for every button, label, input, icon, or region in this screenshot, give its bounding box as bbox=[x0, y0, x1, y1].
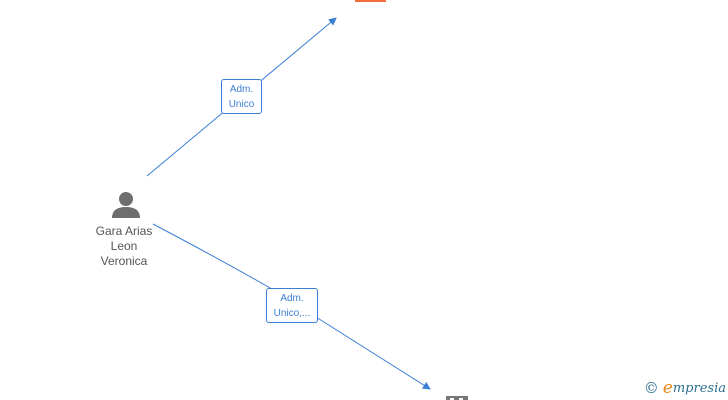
edge-label-1[interactable]: Adm. Unico bbox=[221, 79, 262, 114]
person-name-line-2: Leon bbox=[110, 239, 138, 253]
person-icon[interactable] bbox=[112, 192, 140, 218]
edge-label-1-line-1: Adm. bbox=[229, 84, 254, 95]
empresia-watermark: © e mpresia bbox=[644, 378, 726, 398]
copyright-icon: © bbox=[643, 379, 659, 397]
person-name-line-3: Veronica bbox=[100, 254, 148, 268]
edge-label-1-line-2: Unico bbox=[228, 99, 255, 110]
company-node-top[interactable] bbox=[355, 0, 386, 2]
edge-label-2-line-2: Unico,... bbox=[273, 308, 311, 319]
brand-initial: e bbox=[662, 378, 673, 398]
company-node-bottom[interactable] bbox=[446, 396, 468, 400]
edge-line-2 bbox=[152, 223, 431, 390]
brand-name: mpresia bbox=[672, 380, 726, 396]
person-name[interactable]: Gara Arias Leon Veronica bbox=[86, 224, 162, 269]
edge-label-2[interactable]: Adm. Unico,... bbox=[266, 288, 318, 323]
edge-label-2-line-1: Adm. bbox=[280, 293, 304, 304]
person-name-line-1: Gara Arias bbox=[95, 224, 153, 238]
